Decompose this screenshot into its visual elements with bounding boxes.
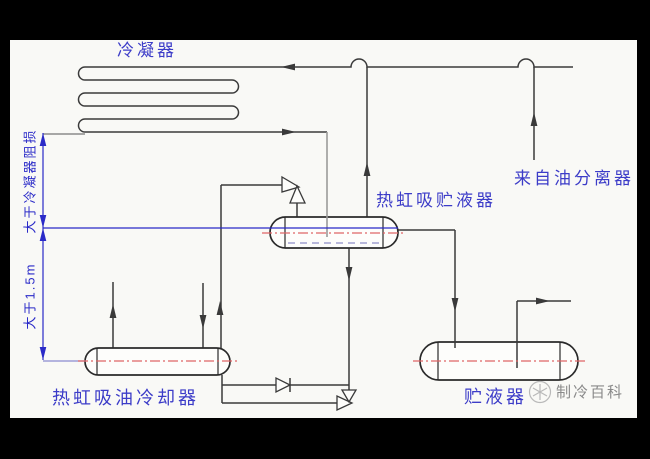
angle-valve-bottom-icon — [336, 389, 358, 412]
arrow-right-condenser-outlet — [282, 128, 296, 136]
arrow-down-liquid-supply — [345, 267, 353, 281]
condenser-label: 冷凝器 — [117, 41, 177, 60]
arrow-up-from-oil-separator — [530, 112, 538, 126]
dimension-lower-label: 大于1.5m — [22, 262, 38, 330]
angle-valve-top-icon — [281, 175, 307, 204]
arrow-up-oil-cooler-return — [216, 301, 224, 315]
arrow-down-receiver-inlet — [451, 298, 459, 312]
thermosiphon-oil-cooler-label: 热虹吸油冷却器 — [52, 388, 199, 408]
internal-lines — [43, 132, 585, 368]
arrow-up-oil-out — [109, 304, 117, 318]
watermark-text: 制冷百科 — [556, 384, 625, 401]
thermosiphon-receiver-label: 热虹吸贮液器 — [376, 191, 496, 210]
check-valve-icon — [275, 376, 292, 394]
condenser-coil — [77, 58, 573, 133]
arrow-right-receiver-outlet — [536, 297, 550, 305]
dimension-upper-label: 大于冷凝器阻损 — [22, 128, 38, 234]
dimension-lines — [39, 133, 47, 360]
arrow-down-oil-in — [199, 315, 207, 329]
from-oil-separator-label: 来自油分离器 — [514, 169, 634, 188]
arrow-up-vapor-equalizer — [363, 162, 371, 176]
flow-arrows — [109, 63, 550, 329]
arrow-left-condenser-inlet — [281, 63, 295, 71]
receiver-label: 贮液器 — [464, 387, 527, 407]
snowflake-icon — [528, 380, 552, 404]
